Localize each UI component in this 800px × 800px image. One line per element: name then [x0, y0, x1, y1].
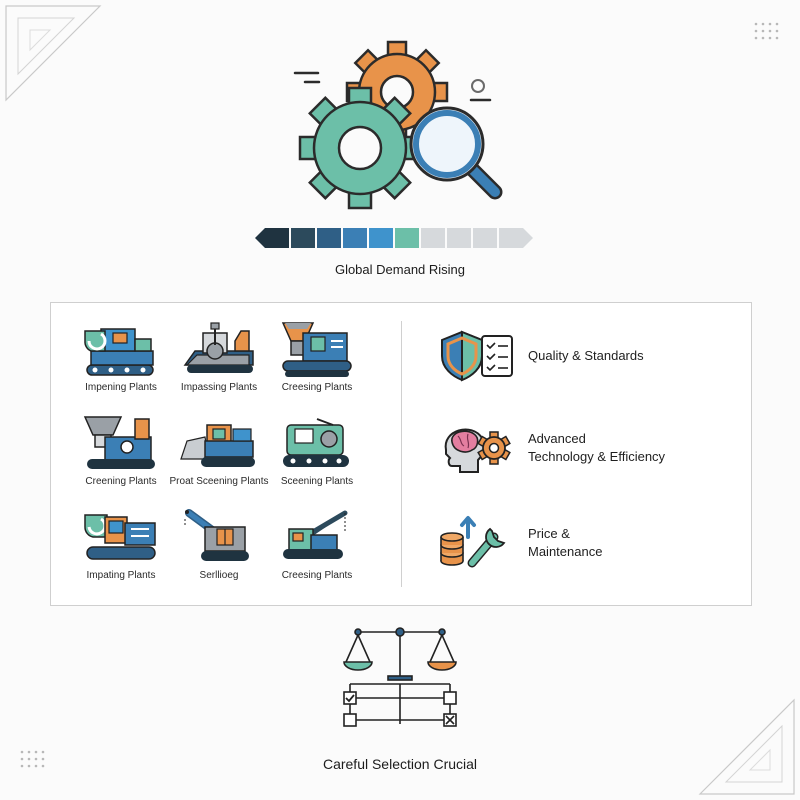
plant-label: Serllioeg [199, 570, 239, 581]
bar-segment [343, 228, 367, 248]
plant-label: Creening Plants [85, 476, 157, 487]
bar-segment [255, 228, 289, 248]
dot-grid-bottom-left [20, 750, 45, 768]
plant-label: Impating Plants [86, 570, 156, 581]
plant-item: Proat Sceening Plants [169, 415, 269, 487]
bar-segment [499, 228, 533, 248]
dot-grid-top-right [754, 22, 779, 40]
impact-crusher-icon [84, 328, 154, 376]
plant-item: Serllioeg [169, 509, 269, 581]
factor-label: Quality & Standards [528, 348, 644, 363]
bar-segment [291, 228, 315, 248]
balance-scale-checklist-icon [343, 627, 457, 727]
demand-caption: Global Demand Rising [334, 262, 466, 277]
factor-price: Price & Maintenance [438, 515, 602, 571]
plant-item: Sceening Plants [267, 415, 367, 487]
jaw-crusher-icon [183, 322, 254, 373]
corner-decoration-bottom-right [698, 698, 795, 795]
plant-label: Proat Sceening Plants [169, 476, 269, 487]
factor-quality: Quality & Standards [438, 328, 644, 384]
gears-magnifier-icon [293, 40, 503, 210]
tracked-screener-icon [283, 418, 349, 467]
mobile-impactor-icon [84, 514, 156, 560]
screening-plant-icon [180, 424, 255, 467]
shield-checklist-icon [441, 330, 513, 382]
bar-segment [447, 228, 471, 248]
bar-segment [369, 228, 393, 248]
plant-label: Impening Plants [85, 382, 157, 393]
plants-factors-panel: Impening Plants Impassing Plants [50, 302, 752, 606]
bar-segment [395, 228, 419, 248]
brain-gear-icon [444, 428, 511, 473]
cone-crusher-icon [281, 322, 352, 377]
factor-label: Advanced Technology & Efficiency [528, 431, 666, 464]
panel-divider [401, 321, 402, 587]
plant-label: Sceening Plants [280, 476, 354, 487]
plant-item: Impating Plants [71, 509, 171, 581]
plant-item: Creening Plants [71, 415, 171, 487]
crane-crusher-icon [283, 510, 348, 559]
factor-label: Price & Maintenance [528, 526, 603, 559]
factor-technology: Advanced Technology & Efficiency [438, 420, 665, 476]
hopper-crusher-icon [83, 416, 155, 469]
coins-wrench-icon [440, 516, 506, 568]
plant-label: Creesing Plants [281, 382, 353, 393]
plant-label: Creesing Plants [281, 570, 353, 581]
selection-caption: Careful Selection Crucial [322, 756, 478, 772]
plant-item: Impassing Plants [169, 321, 269, 393]
stacker-conveyor-icon [184, 509, 249, 561]
demand-progress-bar [255, 228, 533, 248]
corner-decoration-top-left [5, 5, 102, 102]
plant-label: Impassing Plants [180, 382, 258, 393]
plant-item: Impening Plants [71, 321, 171, 393]
bar-segment [421, 228, 445, 248]
plant-item: Creesing Plants [267, 321, 367, 393]
plant-item: Creesing Plants [267, 509, 367, 581]
bar-segment [317, 228, 341, 248]
bar-segment [473, 228, 497, 248]
